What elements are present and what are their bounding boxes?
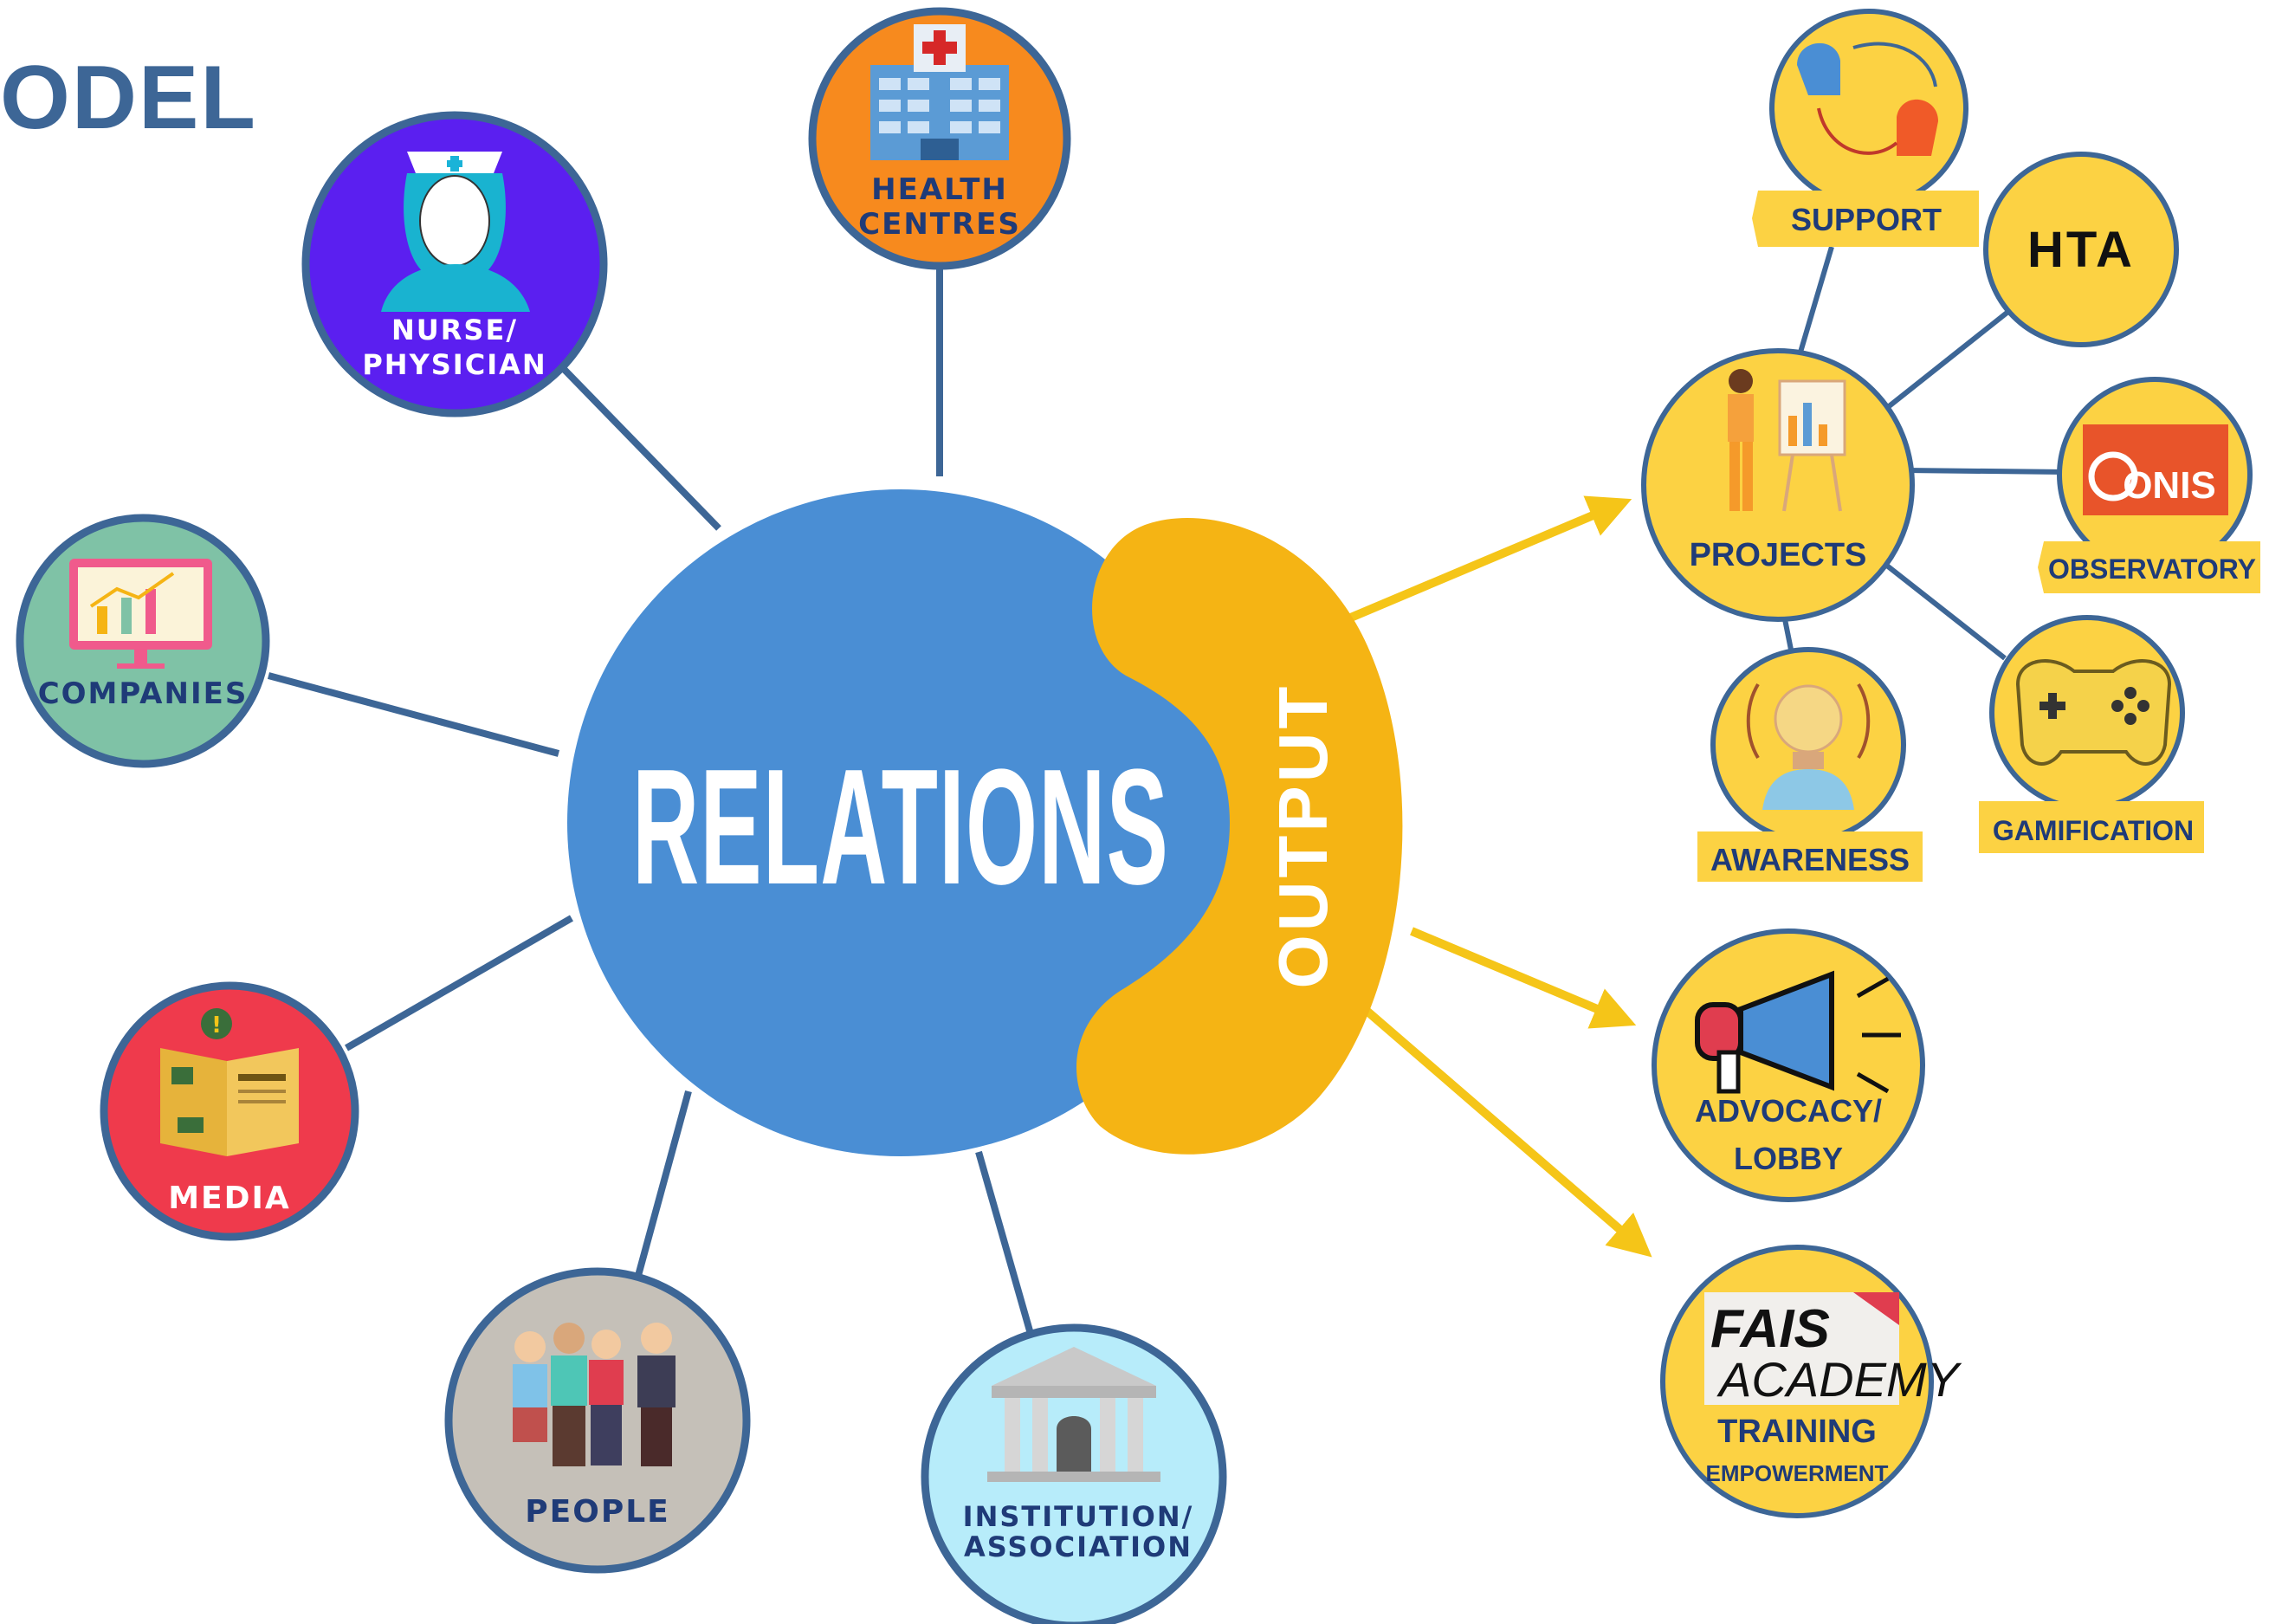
heads-exchange-icon [1797, 42, 1938, 156]
hta-label: HTA [2027, 222, 2135, 278]
output-crescent [1076, 518, 1403, 1155]
presentation-icon [1728, 369, 1846, 512]
connector-people [633, 1090, 692, 1284]
connector-support [1794, 246, 1834, 365]
support-label: SUPPORT [1791, 202, 1942, 237]
gamification-banner [1979, 801, 2204, 853]
output-connectors [1781, 246, 2066, 661]
node-companies: COMPANIES [16, 514, 270, 768]
advocacy-label-1: ADVOCACY/ [1695, 1093, 1882, 1129]
advocacy-label-2: LOBBY [1734, 1141, 1843, 1176]
connector-gamification [1882, 560, 2007, 661]
onis-logo-ring [2088, 451, 2138, 501]
node-projects: PROJECTS [1641, 348, 1915, 622]
training-label: TRAINING [1717, 1414, 1877, 1450]
relations-label: RELATIONS [632, 735, 1169, 919]
fais-academy-logo: FAIS ACADEMY [1704, 1292, 1962, 1407]
node-hta: HTA [1983, 152, 2179, 347]
arrow-to-projects [1345, 495, 1632, 624]
media-label: MEDIA [168, 1181, 291, 1216]
awareness-banner [1697, 831, 1923, 882]
node-support: SUPPORT [1752, 9, 1979, 247]
support-banner [1752, 191, 1979, 247]
people-group-icon [513, 1323, 676, 1466]
projects-label: PROJECTS [1690, 537, 1867, 573]
node-training: FAIS ACADEMY TRAINING EMPOWERMENT [1660, 1245, 1962, 1518]
relations-circle [567, 489, 1234, 1156]
connector-companies [267, 672, 560, 757]
node-observatory: ONIS OBSERVATORY [2038, 377, 2260, 593]
page-title-fragment: ODEL [0, 48, 257, 148]
connector-nurse [560, 366, 721, 531]
hospital-icon [870, 24, 1009, 160]
chart-monitor-icon [69, 559, 212, 669]
health-label-1: HEALTH [871, 172, 1008, 207]
node-health-centres: HEALTH CENTRES [808, 7, 1071, 270]
arrow-to-advocacy [1410, 927, 1637, 1029]
lightbulb-head-icon [1746, 683, 1871, 810]
academy-text: ACADEMY [1716, 1352, 1962, 1407]
companies-label: COMPANIES [38, 676, 249, 711]
nurse-icon [381, 152, 530, 312]
svg-text:!: ! [211, 1013, 222, 1038]
node-advocacy: ADVOCACY/ LOBBY [1652, 928, 1925, 1202]
connector-observatory [1904, 468, 2066, 475]
institution-label-2: ASSOCIATION [964, 1530, 1193, 1563]
node-institution: INSTITUTION/ ASSOCIATION [921, 1323, 1227, 1624]
gamepad-icon [2015, 659, 2172, 766]
health-label-2: CENTRES [858, 207, 1021, 242]
museum-icon [987, 1347, 1160, 1482]
people-label: PEOPLE [525, 1494, 670, 1530]
megaphone-icon [1695, 970, 1901, 1094]
institution-label-1: INSTITUTION/ [963, 1500, 1194, 1533]
empowerment-label: EMPOWERMENT [1706, 1460, 1889, 1486]
nurse-label-2: PHYSICIAN [362, 348, 546, 381]
fais-text: FAIS [1710, 1299, 1830, 1359]
connector-institution [975, 1150, 1034, 1336]
awareness-label: AWARENESS [1710, 842, 1910, 877]
nurse-label-1: NURSE/ [391, 314, 518, 346]
node-nurse-physician: NURSE/ PHYSICIAN [301, 111, 608, 417]
connector-hta [1886, 305, 2015, 410]
output-label: OUTPUT [1264, 683, 1341, 989]
connector-media [345, 915, 573, 1051]
onis-logo-text: ONIS [2123, 464, 2216, 507]
input-connectors [267, 260, 1034, 1336]
node-awareness: AWARENESS [1697, 647, 1923, 882]
arrow-to-training [1356, 1001, 1652, 1258]
node-media: ! MEDIA [100, 981, 359, 1241]
newspaper-icon: ! [160, 1008, 299, 1156]
node-gamification: GAMIFICATION [1979, 615, 2204, 853]
output-arrows [1345, 495, 1652, 1258]
gamification-label: GAMIFICATION [1993, 815, 2194, 846]
observatory-label: OBSERVATORY [2048, 553, 2256, 585]
node-people: PEOPLE [444, 1267, 751, 1574]
observatory-banner [2038, 541, 2260, 593]
